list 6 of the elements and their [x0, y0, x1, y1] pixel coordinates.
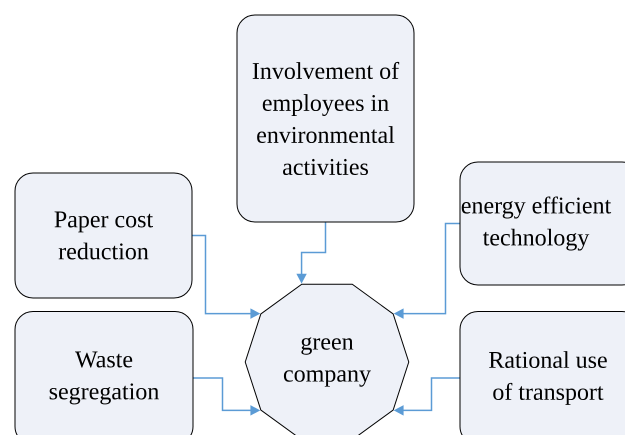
rounded-box: Rational use of transport: [460, 311, 625, 435]
rounded-box: Waste segregation: [14, 311, 194, 435]
rounded-box: energy efficient technology: [460, 162, 625, 286]
rounded-box: Involvement of employees in environmental activities: [236, 14, 414, 222]
decagon-node: green company: [244, 284, 410, 435]
rounded-box: Paper cost reduction: [14, 172, 192, 298]
